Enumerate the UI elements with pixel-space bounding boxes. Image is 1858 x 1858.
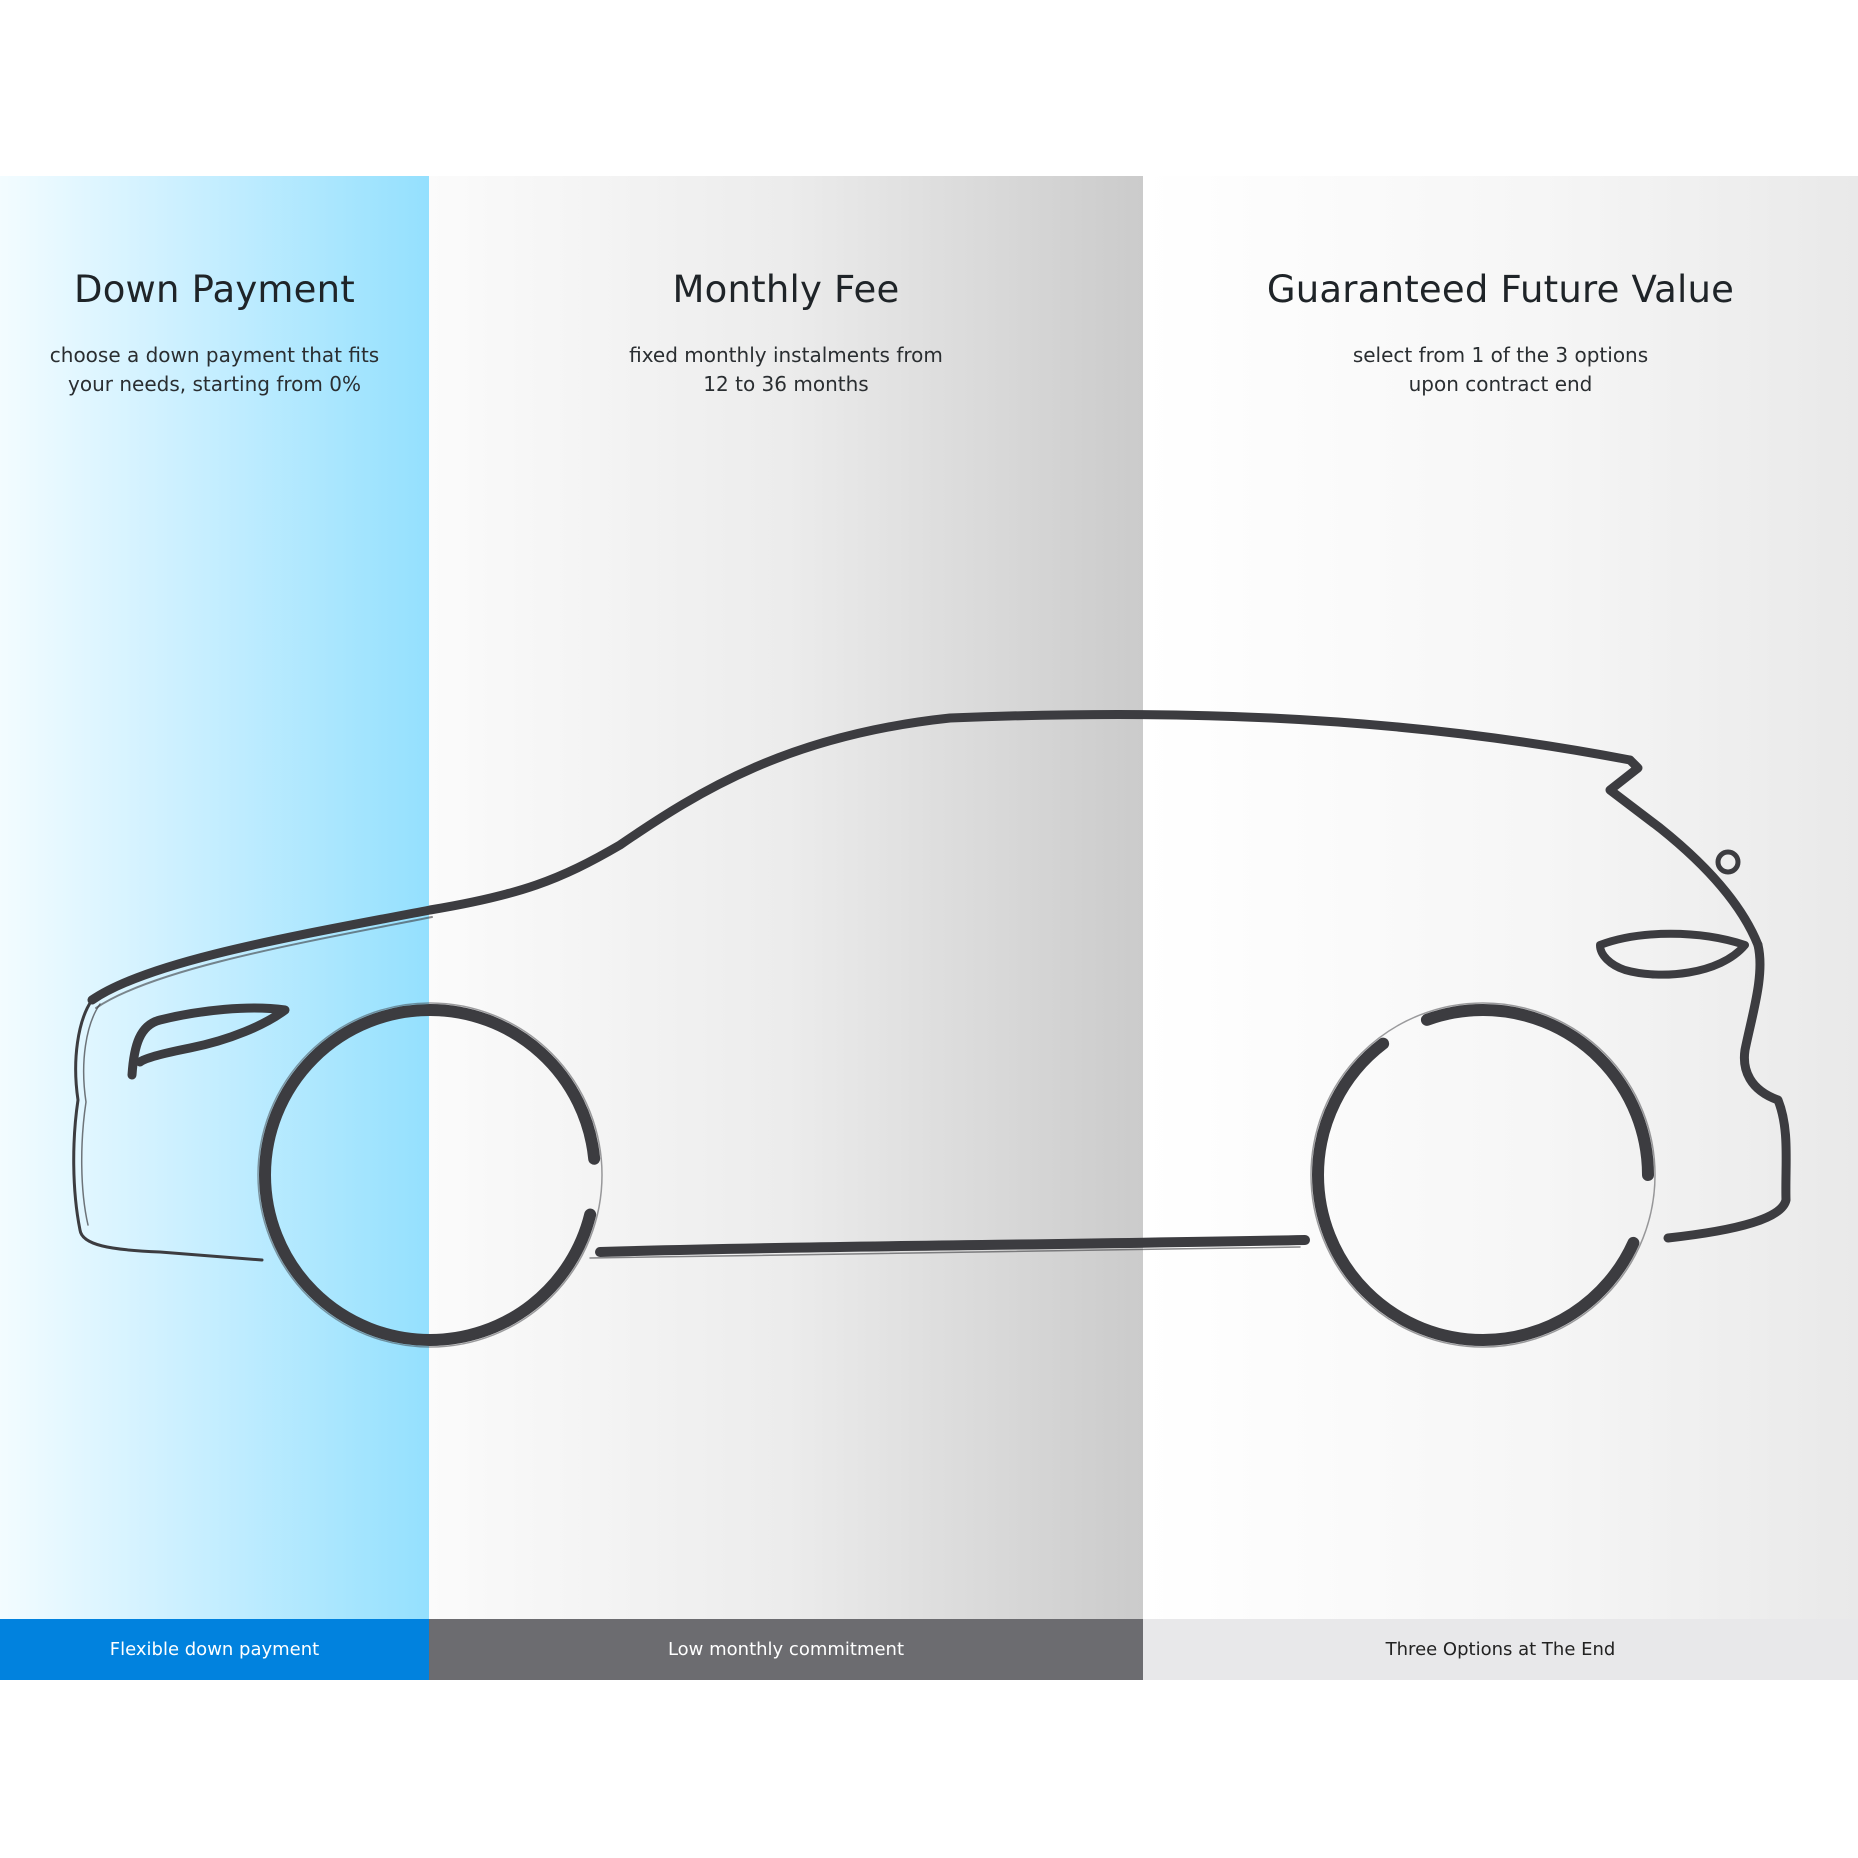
footer-flexible-down-payment: Flexible down payment — [0, 1619, 429, 1680]
subtext-line-1: fixed monthly instalments from — [629, 343, 943, 367]
panel-monthly-fee: Monthly Fee fixed monthly instalments fr… — [429, 176, 1143, 1680]
subtext-line-2: 12 to 36 months — [703, 372, 869, 396]
panel-guaranteed-future-value: Guaranteed Future Value select from 1 of… — [1143, 176, 1858, 1680]
subtext-monthly-fee: fixed monthly instalments from 12 to 36 … — [429, 341, 1143, 399]
subtext-down-payment: choose a down payment that fits your nee… — [0, 341, 429, 399]
subtext-guaranteed-future-value: select from 1 of the 3 options upon cont… — [1143, 341, 1858, 399]
heading-down-payment: Down Payment — [74, 268, 355, 311]
subtext-line-2: your needs, starting from 0% — [68, 372, 361, 396]
heading-monthly-fee: Monthly Fee — [672, 268, 900, 311]
footer-three-options: Three Options at The End — [1143, 1619, 1858, 1680]
subtext-line-1: choose a down payment that fits — [49, 343, 380, 367]
panel-down-payment: Down Payment choose a down payment that … — [0, 176, 429, 1680]
subtext-line-2: upon contract end — [1408, 372, 1593, 396]
heading-guaranteed-future-value: Guaranteed Future Value — [1266, 268, 1735, 311]
footer-low-monthly-commitment: Low monthly commitment — [429, 1619, 1143, 1680]
subtext-line-1: select from 1 of the 3 options — [1352, 343, 1649, 367]
